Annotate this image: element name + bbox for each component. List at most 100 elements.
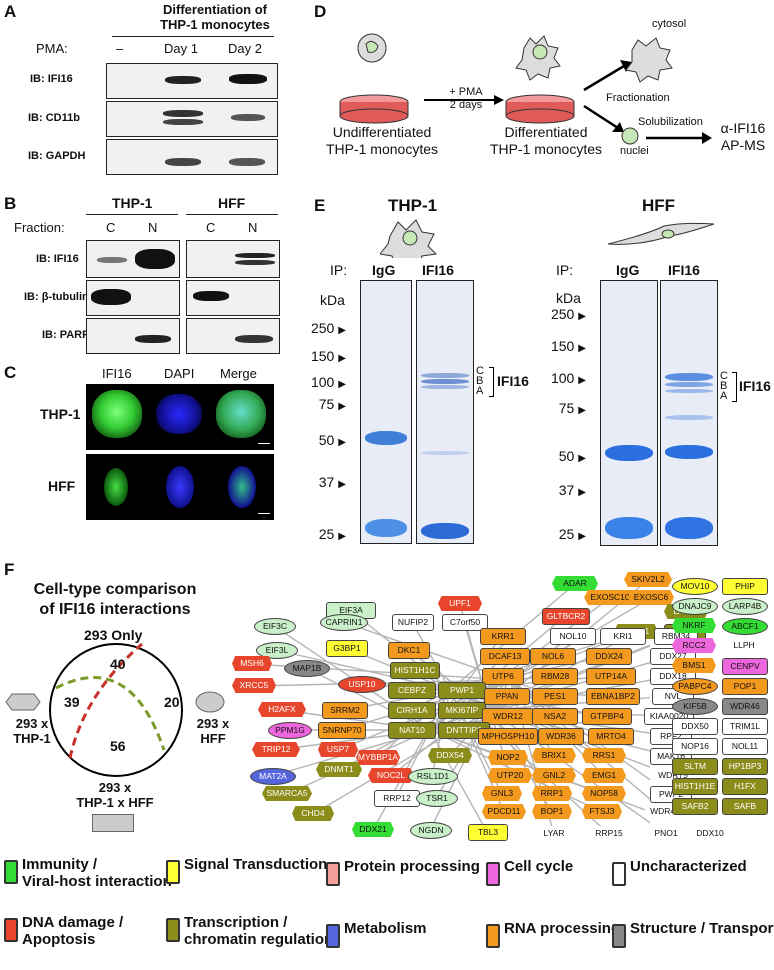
side-node-bms1: BMS1 (672, 658, 716, 673)
blot-b-parp-label: IB: PARP (42, 329, 90, 341)
marker-150-kda: 150 (304, 348, 346, 364)
network-node-chd4: CHD4 (292, 806, 334, 821)
side-node-pop1: POP1 (722, 678, 768, 695)
network-node-snrnp70: SNRNP70 (318, 722, 366, 739)
network-node-h2afx: H2AFX (258, 702, 306, 717)
panel-e-lane-ifi16-thp1: IFI16 (422, 262, 454, 278)
isoform-labels-hff: C B A (720, 370, 728, 402)
blot-b-hff-ifi16 (186, 240, 280, 278)
isoform-b-thp1: B (476, 375, 484, 387)
network-node-nop2: NOP2 (488, 750, 528, 765)
panel-e-lane-igg-hff: IgG (616, 262, 640, 278)
blot-a-cd11b (106, 101, 278, 137)
panel-e-lane-ifi16-hff: IFI16 (668, 262, 700, 278)
fraction-c-thp1: C (106, 220, 116, 235)
marker-37-kda: 37 (304, 474, 346, 490)
network-node-nsa2: NSA2 (532, 708, 578, 725)
panel-d-fractionation: Fractionation (606, 92, 670, 104)
marker-100-kda: 100 (304, 374, 346, 390)
network-node-srrm2: SRRM2 (322, 702, 368, 719)
panel-c-col-ifi16: IFI16 (102, 366, 132, 381)
panel-e-title-thp1: THP-1 (388, 196, 438, 215)
side-node-h1fx: H1FX (722, 778, 768, 795)
gel-hff-ifi16 (660, 280, 718, 546)
venn-top-label: 293 Only (84, 627, 143, 643)
panel-c-col-merge: Merge (220, 366, 257, 381)
gel-hff-igg (600, 280, 658, 546)
panel-b-rule-hff (186, 214, 278, 215)
hff-merge-image (210, 454, 274, 520)
legend-label: DNA damage / Apoptosis (22, 914, 124, 948)
legend-swatch (4, 860, 18, 884)
network-node-gnl2: GNL2 (532, 768, 576, 783)
network-edge (305, 667, 431, 731)
network-node-rrp15: RRP15 (588, 826, 630, 841)
network-node-ngdn: NGDN (410, 822, 452, 839)
network-node-mphosph10: MPHOSPH10 (478, 728, 538, 745)
venn-right-line1: 293 x (196, 716, 230, 731)
blot-a-cd11b-label: IB: CD11b (28, 112, 80, 124)
side-node-pabpc4: PABPC4 (672, 678, 718, 695)
network-node-ppm1g: PPM1G (268, 722, 312, 739)
network-node-gltbcr2: GLTBCR2 (542, 608, 590, 625)
isoform-labels-thp1: C B A (476, 365, 484, 397)
panel-b-group-hff: HFF (218, 195, 246, 211)
side-node-safb: SAFB (722, 798, 768, 815)
legend-swatch (486, 862, 500, 886)
legend-swatch (612, 862, 626, 886)
blot-b-thp1-ifi16 (86, 240, 180, 278)
blot-a-gapdh-label: IB: GAPDH (28, 150, 86, 162)
isoform-c-hff: C (720, 370, 728, 382)
isoform-bracket-hff (732, 372, 737, 402)
panel-a-header-line1: Differentiation of (163, 2, 267, 17)
panel-e-ip-hff: IP: (556, 262, 574, 278)
hff-ifi16-image (86, 454, 150, 520)
panel-d-start-label: Undifferentiated THP-1 monocytes (322, 124, 442, 158)
panel-e-lane-igg-thp1: IgG (372, 262, 396, 278)
venn-bottom-label: 293 x THP-1 x HFF (60, 780, 170, 810)
panel-label-c: C (4, 363, 17, 382)
venn-diagram (5, 642, 225, 777)
venn-title-line1: Cell-type comparison (33, 581, 197, 598)
gel-thp1-ifi16 (416, 280, 474, 544)
network-node-c7orf50: C7orf50 (442, 614, 488, 631)
marker-25-kda: 25 (304, 526, 346, 542)
network-node-map1b: MAP1B (284, 660, 330, 677)
marker-75-kda: 75 (544, 400, 586, 416)
side-node-nol11: NOL11 (722, 738, 768, 755)
network-node-lyar: LYAR (534, 826, 574, 841)
network-node-exosc6: EXOSC6 (628, 590, 674, 605)
isoform-c-thp1: C (476, 365, 484, 377)
network-node-tsr1: TSR1 (416, 790, 458, 807)
side-node-wdr46: WDR46 (722, 698, 768, 715)
side-node-sltm: SLTM (672, 758, 718, 775)
legend-swatch (326, 862, 340, 886)
network-node-skiv2l2: SKIV2L2 (624, 572, 672, 587)
lane-label-day2: Day 2 (228, 41, 262, 56)
network-node-wdr36: WDR36 (538, 728, 584, 745)
panel-d-schematic (339, 33, 712, 145)
venn-title-line2: of IFI16 interactions (39, 601, 191, 618)
legend-label: Immunity / Viral-host interaction (22, 856, 172, 890)
panel-label-f: F (4, 560, 15, 579)
marker-25-kda: 25 (544, 526, 586, 542)
marker-250-kda: 250 (544, 306, 586, 322)
legend-label: Structure / Transport (630, 920, 774, 937)
fraction-n-thp1: N (148, 220, 158, 235)
network-node-gtpbp4: GTPBP4 (582, 708, 632, 725)
network-node-usp10: USP10 (338, 676, 386, 693)
side-node-nkrf: NKRF (672, 618, 716, 633)
marker-250-kda: 250 (304, 320, 346, 336)
panel-c-row-hff: HFF (48, 478, 76, 494)
network-node-ppan: PPAN (484, 688, 530, 705)
network-edge (429, 729, 488, 833)
panel-d-solubilization: Solubilization (638, 116, 703, 128)
side-node-mov10: MOV10 (672, 578, 718, 595)
network-node-bop1: BOP1 (532, 804, 572, 819)
panel-d-pma-label: + PMA 2 days (436, 86, 496, 112)
network-node-upf1: UPF1 (438, 596, 482, 611)
side-node-kif5b: KIF5B (672, 698, 718, 715)
side-node-hist1h1e: HIST1H1E (672, 778, 718, 795)
marker-50-kda: 50 (304, 432, 346, 448)
network-node-mybbp1a: MYBBP1A (356, 750, 400, 765)
